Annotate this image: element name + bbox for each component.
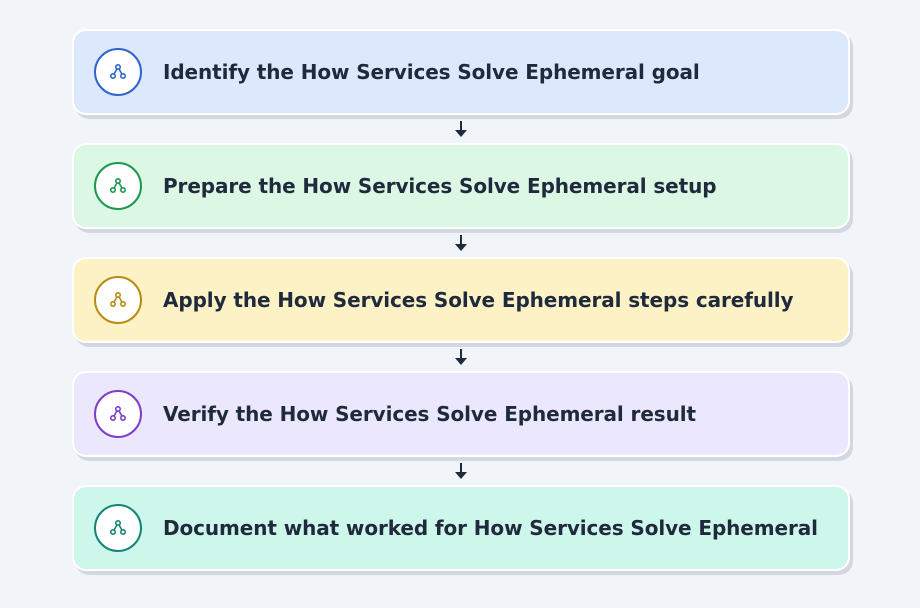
connector-arrow [72,457,850,485]
step-label: Identify the How Services Solve Ephemera… [163,60,700,84]
process-flow: Identify the How Services Solve Ephemera… [72,29,850,571]
connector-arrow [72,343,850,371]
share-nodes-icon [94,504,142,552]
step-4: Verify the How Services Solve Ephemeral … [72,371,850,457]
step-3: Apply the How Services Solve Ephemeral s… [72,257,850,343]
connector-arrow [72,115,850,143]
step-1: Identify the How Services Solve Ephemera… [72,29,850,115]
step-label: Prepare the How Services Solve Ephemeral… [163,174,717,198]
step-label: Apply the How Services Solve Ephemeral s… [163,288,794,312]
connector-arrow [72,229,850,257]
step-label: Verify the How Services Solve Ephemeral … [163,402,696,426]
share-nodes-icon [94,390,142,438]
share-nodes-icon [94,48,142,96]
share-nodes-icon [94,162,142,210]
step-label: Document what worked for How Services So… [163,516,818,540]
share-nodes-icon [94,276,142,324]
step-5: Document what worked for How Services So… [72,485,850,571]
step-2: Prepare the How Services Solve Ephemeral… [72,143,850,229]
